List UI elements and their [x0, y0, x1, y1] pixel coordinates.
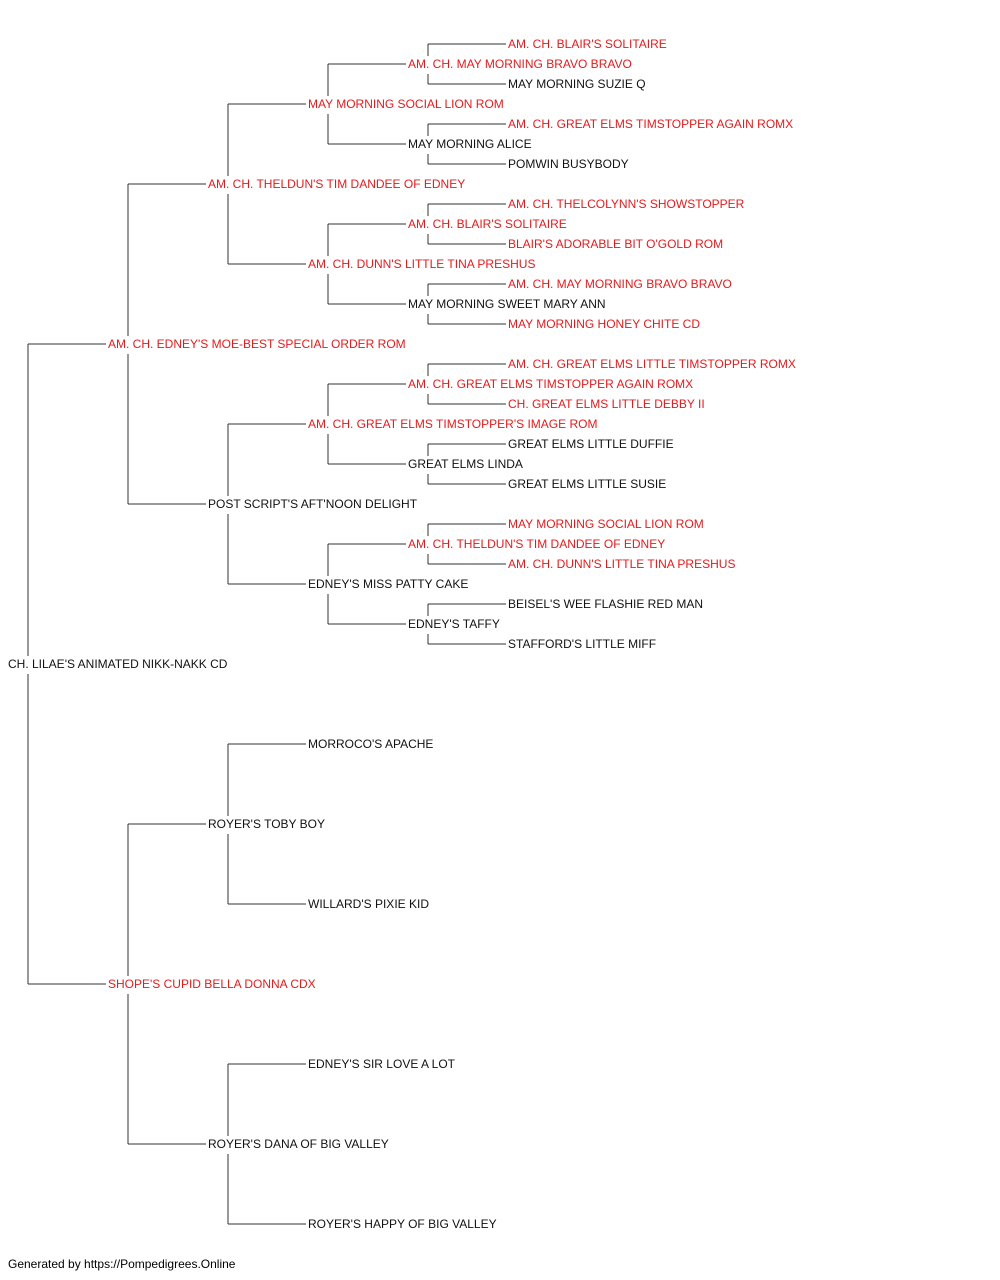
sire-name: AM. CH. EDNEY'S MOE-BEST SPECIAL ORDER R… — [108, 337, 406, 351]
sire-name: AM. CH. GREAT ELMS TIMSTOPPER AGAIN ROMX — [508, 117, 793, 131]
subject-dog-name: CH. LILAE'S ANIMATED NIKK-NAKK CD — [8, 657, 228, 671]
dam-name: GREAT ELMS LITTLE SUSIE — [508, 477, 666, 491]
dam-name: AM. CH. DUNN'S LITTLE TINA PRESHUS — [508, 557, 735, 571]
dam-name: ROYER'S HAPPY OF BIG VALLEY — [308, 1217, 497, 1231]
sire-name: AM. CH. MAY MORNING BRAVO BRAVO — [408, 57, 632, 71]
dam-name: EDNEY'S TAFFY — [408, 617, 500, 631]
dam-name: STAFFORD'S LITTLE MIFF — [508, 637, 656, 651]
dam-name: POMWIN BUSYBODY — [508, 157, 629, 171]
sire-name: MAY MORNING SOCIAL LION ROM — [308, 97, 504, 111]
sire-name: AM. CH. THELDUN'S TIM DANDEE OF EDNEY — [408, 537, 665, 551]
dam-name: MAY MORNING HONEY CHITE CD — [508, 317, 700, 331]
dam-name: MAY MORNING ALICE — [408, 137, 532, 151]
sire-name: AM. CH. THELDUN'S TIM DANDEE OF EDNEY — [208, 177, 465, 191]
sire-name: AM. CH. BLAIR'S SOLITAIRE — [408, 217, 567, 231]
footer-credit: Generated by https://Pompedigrees.Online — [8, 1257, 236, 1271]
sire-name: AM. CH. GREAT ELMS TIMSTOPPER AGAIN ROMX — [408, 377, 693, 391]
dam-name: AM. CH. DUNN'S LITTLE TINA PRESHUS — [308, 257, 535, 271]
sire-name: MAY MORNING SOCIAL LION ROM — [508, 517, 704, 531]
sire-name: BEISEL'S WEE FLASHIE RED MAN — [508, 597, 703, 611]
dam-name: EDNEY'S MISS PATTY CAKE — [308, 577, 468, 591]
sire-name: AM. CH. BLAIR'S SOLITAIRE — [508, 37, 667, 51]
dam-name: CH. GREAT ELMS LITTLE DEBBY II — [508, 397, 705, 411]
sire-name: AM. CH. GREAT ELMS TIMSTOPPER'S IMAGE RO… — [308, 417, 597, 431]
sire-name: AM. CH. THELCOLYNN'S SHOWSTOPPER — [508, 197, 745, 211]
sire-name: AM. CH. GREAT ELMS LITTLE TIMSTOPPER ROM… — [508, 357, 796, 371]
dam-name: ROYER'S DANA OF BIG VALLEY — [208, 1137, 389, 1151]
dam-name: BLAIR'S ADORABLE BIT O'GOLD ROM — [508, 237, 723, 251]
sire-name: GREAT ELMS LITTLE DUFFIE — [508, 437, 674, 451]
sire-name: AM. CH. MAY MORNING BRAVO BRAVO — [508, 277, 732, 291]
dam-name: MAY MORNING SWEET MARY ANN — [408, 297, 606, 311]
sire-name: MORROCO'S APACHE — [308, 737, 433, 751]
dam-name: WILLARD'S PIXIE KID — [308, 897, 429, 911]
sire-name: ROYER'S TOBY BOY — [208, 817, 325, 831]
dam-name: MAY MORNING SUZIE Q — [508, 77, 646, 91]
dam-name: SHOPE'S CUPID BELLA DONNA CDX — [108, 977, 316, 991]
dam-name: GREAT ELMS LINDA — [408, 457, 523, 471]
dam-name: POST SCRIPT'S AFT'NOON DELIGHT — [208, 497, 418, 511]
sire-name: EDNEY'S SIR LOVE A LOT — [308, 1057, 456, 1071]
